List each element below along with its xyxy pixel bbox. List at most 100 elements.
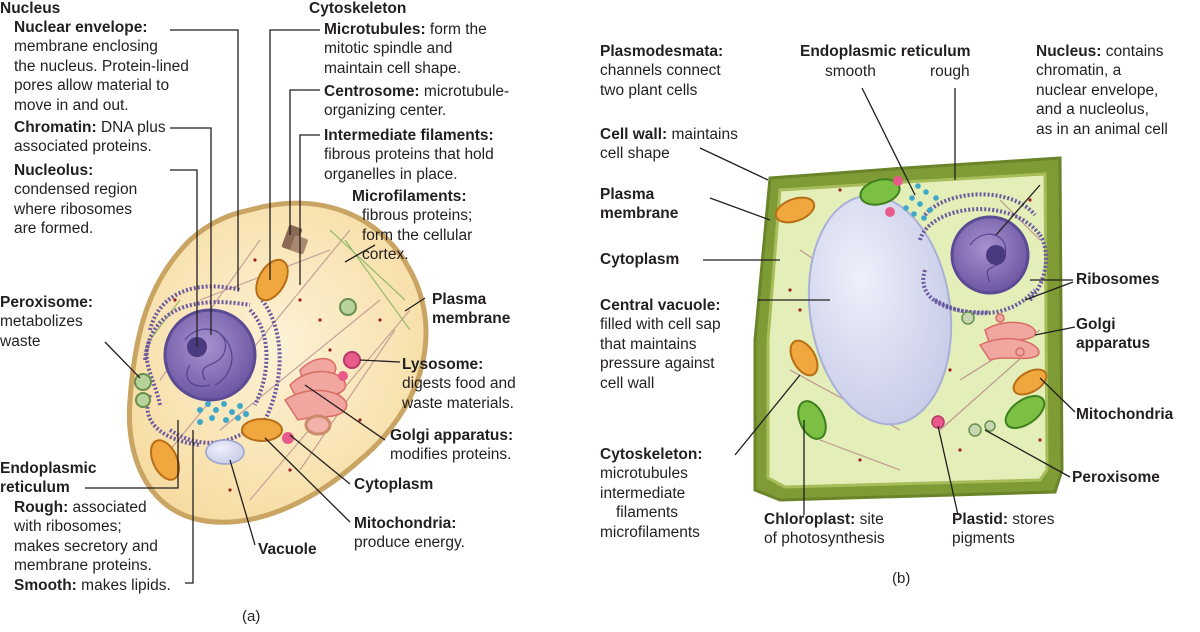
mitochondria-label-b: Mitochondria	[1076, 406, 1174, 423]
mitochondria-a-l1: produce energy.	[354, 534, 465, 552]
centrosome-rest: microtubule-	[419, 83, 510, 100]
vacuole-b-l4: cell wall	[600, 374, 655, 392]
plant-rough-er	[918, 192, 1048, 316]
cytoskeleton-b-l1: microtubules	[600, 465, 688, 483]
mitochondria	[149, 258, 289, 481]
cytoskeleton-b-l3: filaments	[616, 504, 679, 522]
plant-golgi	[978, 313, 1040, 361]
plasmodesmata-title: Plasmodesmata:	[600, 43, 724, 60]
mitochondria-a-title: Mitochondria:	[354, 515, 457, 532]
microfilaments-l3: cortex.	[362, 246, 409, 264]
smooth-er-rest: makes lipids.	[76, 576, 171, 594]
microtubules-l3: maintain cell shape.	[324, 59, 461, 77]
plasmodesmata-l1: channels connect	[600, 62, 721, 80]
plasmodesmata-label: Plasmodesmata: channels connect two plan…	[600, 42, 723, 100]
plasmodesmata-l2: two plant cells	[600, 81, 698, 99]
chloroplast-title: Chloroplast:	[764, 511, 856, 528]
er-b-smooth: smooth	[825, 63, 876, 80]
chloroplast-l2: of photosynthesis	[764, 530, 885, 548]
vacuole-label-a: Vacuole	[258, 541, 317, 558]
caption-a: (a)	[242, 608, 261, 625]
chloroplast-rest: site	[855, 511, 884, 528]
peroxisome-label-b: Peroxisome	[1072, 469, 1160, 486]
smooth-er-title: Smooth:	[14, 576, 77, 594]
plastid-label: Plastid: stores pigments	[952, 510, 1055, 549]
peroxisome-l2: waste	[0, 332, 41, 350]
microtubules-title: Microtubules:	[324, 21, 426, 38]
chromatin-label: Chromatin: DNA plus associated proteins.	[14, 118, 166, 157]
panel-b-leader-lines	[699, 87, 1076, 516]
microtubules-label: Microtubules: form the mitotic spindle a…	[324, 20, 487, 78]
cytoplasm-label-b: Cytoplasm	[600, 251, 680, 268]
plasma-membrane-label-a: Plasma membrane	[432, 290, 510, 329]
golgi-b-l1: Golgi	[1076, 316, 1116, 333]
plant-nucleolus	[986, 245, 1006, 265]
lysosome-title: Lysosome:	[402, 356, 484, 373]
golgi-b-l2: apparatus	[1076, 335, 1151, 353]
nucleus-b-l5: as in an animal cell	[1036, 120, 1168, 138]
nucleus-b-l2: chromatin, a	[1036, 62, 1122, 80]
nucleolus-l3: are formed.	[14, 220, 94, 238]
cytoskeleton-b-l2: intermediate	[600, 484, 686, 502]
cell-wall-rest: maintains	[667, 126, 738, 143]
chromatin-rest: DNA plus	[96, 119, 166, 136]
vacuole-b-l3: pressure against	[600, 355, 715, 373]
centrosome-l2: organizing center.	[324, 102, 447, 120]
microfilaments-l2: form the cellular	[362, 226, 473, 244]
microfilaments-label: Microfilaments: fibrous proteins; form t…	[352, 187, 472, 265]
nucleolus-label: Nucleolus: condensed region where riboso…	[14, 161, 137, 239]
intermediate-l2: organelles in place.	[324, 165, 458, 183]
plastid-l2: pigments	[952, 530, 1015, 548]
golgi-a-title: Golgi apparatus:	[390, 427, 514, 444]
animal-nucleus	[163, 308, 257, 402]
er-b-label: Endoplasmic reticulum	[800, 42, 971, 61]
smooth-er	[197, 401, 249, 425]
microtubules-l2: mitotic spindle and	[324, 40, 453, 58]
vacuole-b-l2: that maintains	[600, 335, 697, 353]
plant-cell	[753, 156, 1064, 502]
golgi-label-a: Golgi apparatus: modifies proteins.	[390, 426, 513, 465]
nucleus-heading: Nucleus	[0, 0, 61, 17]
cytoskeleton-b-label: Cytoskeleton: microtubules intermediate …	[600, 445, 703, 542]
plant-mitochondria	[774, 196, 1048, 396]
microfilaments-l1: fibrous proteins;	[362, 207, 473, 225]
peroxisome-l1: metabolizes	[0, 313, 83, 331]
plastid-title: Plastid:	[952, 511, 1008, 528]
microfilaments-title: Microfilaments:	[352, 188, 467, 205]
vacuole-b-title: Central vacuole:	[600, 297, 721, 314]
golgi-a-l1: modifies proteins.	[390, 446, 512, 464]
nuclear-envelope-label: Nuclear envelope: membrane enclosing the…	[14, 18, 189, 115]
centrosome-label: Centrosome: microtubule- organizing cent…	[324, 82, 509, 121]
vacuole	[205, 439, 245, 465]
microtubules-rest: form the	[425, 21, 487, 38]
chromatin-title: Chromatin:	[14, 119, 97, 136]
plasma-a-l1: Plasma	[432, 291, 487, 308]
rough-er	[143, 284, 282, 447]
plasma-b-l1: Plasma	[600, 186, 655, 203]
peroxisome	[134, 373, 152, 391]
plasma-a-l2: membrane	[432, 310, 511, 328]
plastid-rest: stores	[1007, 511, 1055, 528]
mitochondria-label-a: Mitochondria: produce energy.	[354, 514, 465, 553]
er-title2: reticulum	[0, 479, 70, 497]
nucleolus-l2: where ribosomes	[14, 200, 133, 218]
lysosome-label: Lysosome: digests food and waste materia…	[402, 355, 516, 413]
nucleus-b-rest: contains	[1101, 43, 1164, 60]
panel-a-leader-lines	[85, 29, 426, 584]
lysosome-l1: digests food and	[402, 375, 516, 393]
cytoskeleton-heading: Cytoskeleton	[309, 0, 407, 17]
centrosome-title: Centrosome:	[324, 83, 420, 100]
cell-wall-title: Cell wall:	[600, 126, 668, 143]
chloroplasts	[797, 178, 1046, 440]
plasma-membrane-label-b: Plasma membrane	[600, 185, 678, 224]
nucleus-b-l4: and a nucleolus,	[1036, 101, 1149, 119]
lysosome-l2: waste materials.	[402, 394, 514, 412]
rough-er-l4: membrane proteins.	[14, 557, 152, 575]
rough-er-label: Rough: associated with ribosomes; makes …	[14, 498, 171, 595]
plant-smooth-er	[903, 183, 939, 221]
cell-wall-label: Cell wall: maintains cell shape	[600, 125, 738, 164]
vacuole-b-l1: filled with cell sap	[600, 316, 721, 334]
caption-b: (b)	[892, 570, 911, 587]
chloroplast-label: Chloroplast: site of photosynthesis	[764, 510, 885, 549]
